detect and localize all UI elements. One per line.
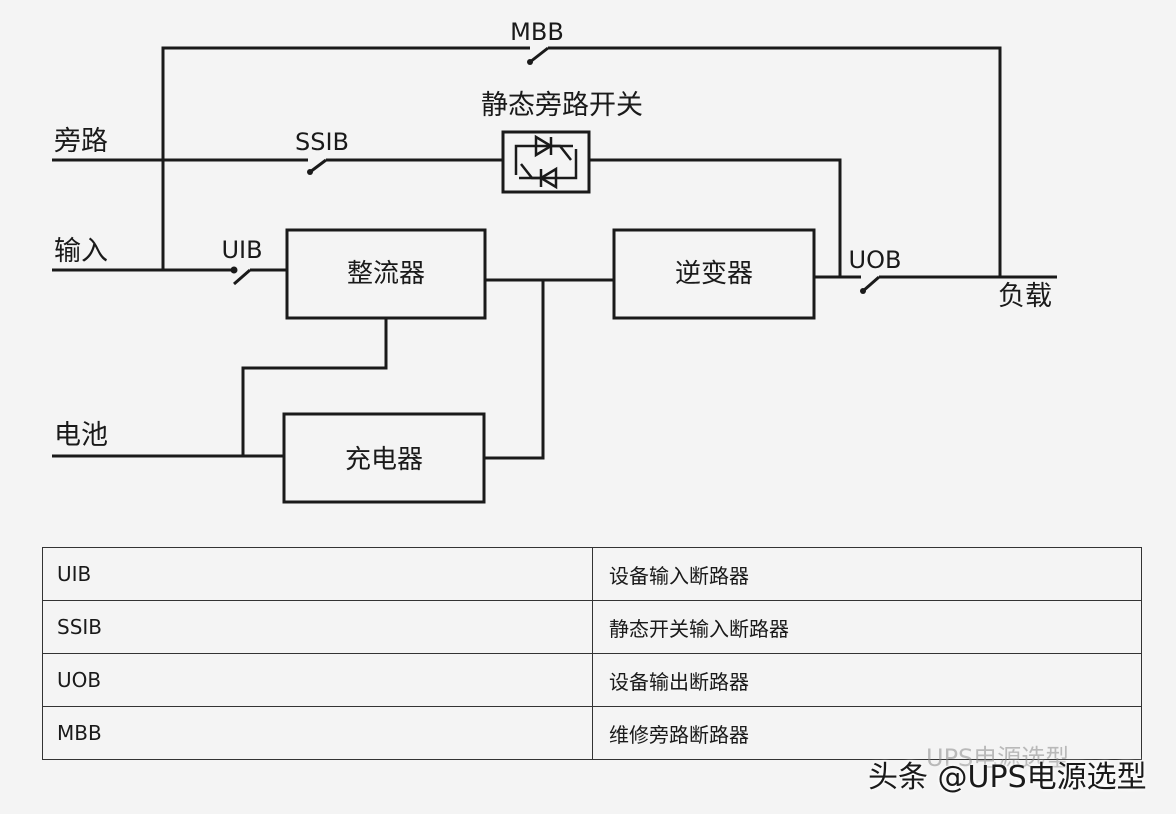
legend-code-cell: UOB — [42, 653, 593, 707]
static-bypass-switch-box — [501, 130, 591, 194]
legend-desc-cell: 设备输出断路器 — [592, 653, 1142, 707]
battery-label: 电池 — [54, 420, 108, 451]
inverter-label: 逆变器 — [675, 259, 753, 289]
uib-switch-blade — [233, 268, 251, 286]
uib-label: UIB — [221, 236, 262, 264]
mbb-switch-blade — [529, 46, 549, 64]
charger-to-dc-bus — [484, 280, 545, 460]
legend-desc-cell: 设备输入断路器 — [592, 547, 1142, 601]
thyristor-icon — [514, 134, 578, 190]
bypass-label: 旁路 — [54, 126, 108, 157]
input-label: 输入 — [54, 236, 108, 267]
legend-code-cell: UIB — [42, 547, 593, 601]
rectifier-label: 整流器 — [347, 259, 425, 289]
table-row: UOB 设备输出断路器 — [42, 653, 1142, 707]
table-row: MBB 维修旁路断路器 — [42, 706, 1142, 760]
mbb-line-right — [548, 46, 1002, 277]
inverter-box — [612, 228, 816, 320]
table-row: SSIB 静态开关输入断路器 — [42, 600, 1142, 654]
legend-code-cell: SSIB — [42, 600, 593, 654]
breaker-legend-table: UIB 设备输入断路器 SSIB 静态开关输入断路器 UOB 设备输出断路器 M… — [42, 547, 1142, 760]
static-bypass-switch-label: 静态旁路开关 — [481, 90, 643, 121]
legend-desc-cell: 静态开关输入断路器 — [592, 600, 1142, 654]
charger-label: 充电器 — [345, 445, 423, 475]
load-label: 负载 — [998, 281, 1052, 312]
ssib-switch-blade — [309, 158, 327, 174]
rectifier-to-battery-line — [241, 318, 388, 456]
table-row: UIB 设备输入断路器 — [42, 547, 1142, 601]
legend-desc-cell: 维修旁路断路器 — [592, 706, 1142, 760]
uob-switch-blade — [862, 275, 880, 293]
uob-label: UOB — [849, 246, 902, 274]
legend-code-cell: MBB — [42, 706, 593, 760]
watermark-ghost-text: UPS电源选型 — [926, 744, 1070, 772]
watermark-text: 头条 @UPS电源选型 — [868, 760, 1147, 795]
ssib-label: SSIB — [295, 128, 349, 156]
static-switch-output-line — [589, 158, 842, 277]
mbb-label: MBB — [510, 18, 564, 46]
